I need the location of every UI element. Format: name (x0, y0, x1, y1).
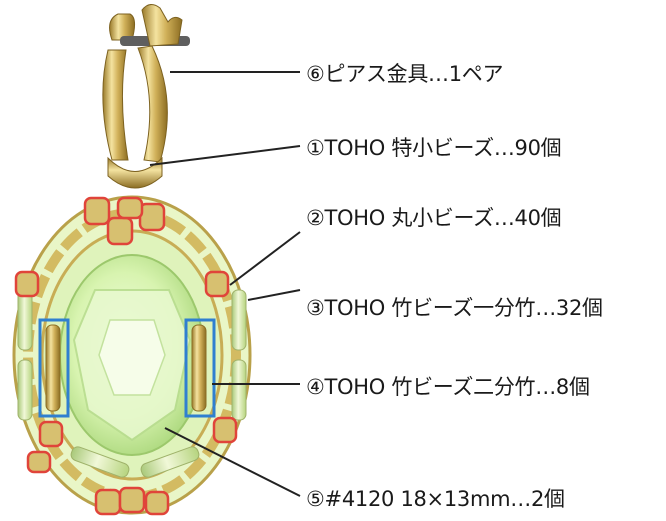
label-one-bugle-beads: ③TOHO 竹ビーズ一分竹…32個 (306, 296, 603, 320)
earring-hook (102, 4, 190, 189)
label-two-bugle-beads: ④TOHO 竹ビーズ二分竹…8個 (306, 375, 590, 399)
leader-line-stone (164, 427, 301, 497)
leader-lines (149, 71, 301, 497)
leader-line-one-bugle (247, 289, 301, 301)
leader-line-round (229, 231, 301, 286)
round-beads-highlights (14, 196, 238, 516)
bugle-beads-two (38, 318, 216, 418)
leader-line-tiny (149, 145, 301, 166)
label-earring-hook: ⑥ピアス金具…1ペア (306, 62, 504, 86)
label-stone: ⑤#4120 18×13mm…2個 (306, 487, 565, 511)
bugle-beads-one (17, 289, 247, 478)
label-small-round-beads: ②TOHO 丸小ビーズ…40個 (306, 206, 562, 230)
crystal-stone (59, 254, 205, 456)
label-tiny-beads: ①TOHO 特小ビーズ…90個 (306, 136, 562, 160)
